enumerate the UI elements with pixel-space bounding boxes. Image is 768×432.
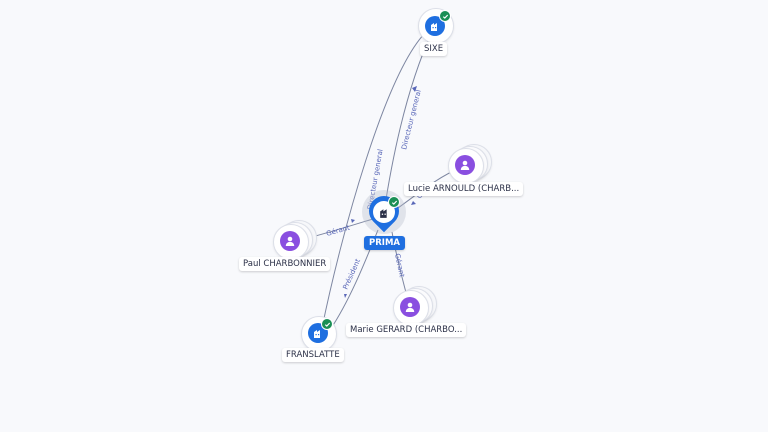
person-icon [400,297,420,317]
company-icon [425,16,445,36]
person-icon [280,231,300,251]
person-icon [455,155,475,175]
node-label: FRANSLATTE [282,348,344,362]
edge-label-paul-prima: Gérant [325,224,351,238]
verified-check-icon [439,10,451,22]
company-icon [379,208,387,218]
edge-arrow [351,219,355,223]
edge-label-sixe-prima: Directeur general [400,89,423,151]
edge-arrow [412,86,417,92]
node-label: Paul CHARBONNIER [239,257,331,271]
node-label: Lucie ARNOULD (CHARB... [404,182,524,196]
edge-arrow [411,201,416,205]
node-label-main: PRIMA [364,236,405,250]
node-label: Marie GERARD (CHARBO... [346,323,467,337]
edge-arrow [344,294,347,298]
edge-label-prima-marie: Gérant [393,253,406,278]
node-label: SIXE [420,42,448,56]
verified-check-icon [388,196,400,208]
edge-franslatte-sixe [321,29,429,329]
verified-check-icon [321,318,333,330]
